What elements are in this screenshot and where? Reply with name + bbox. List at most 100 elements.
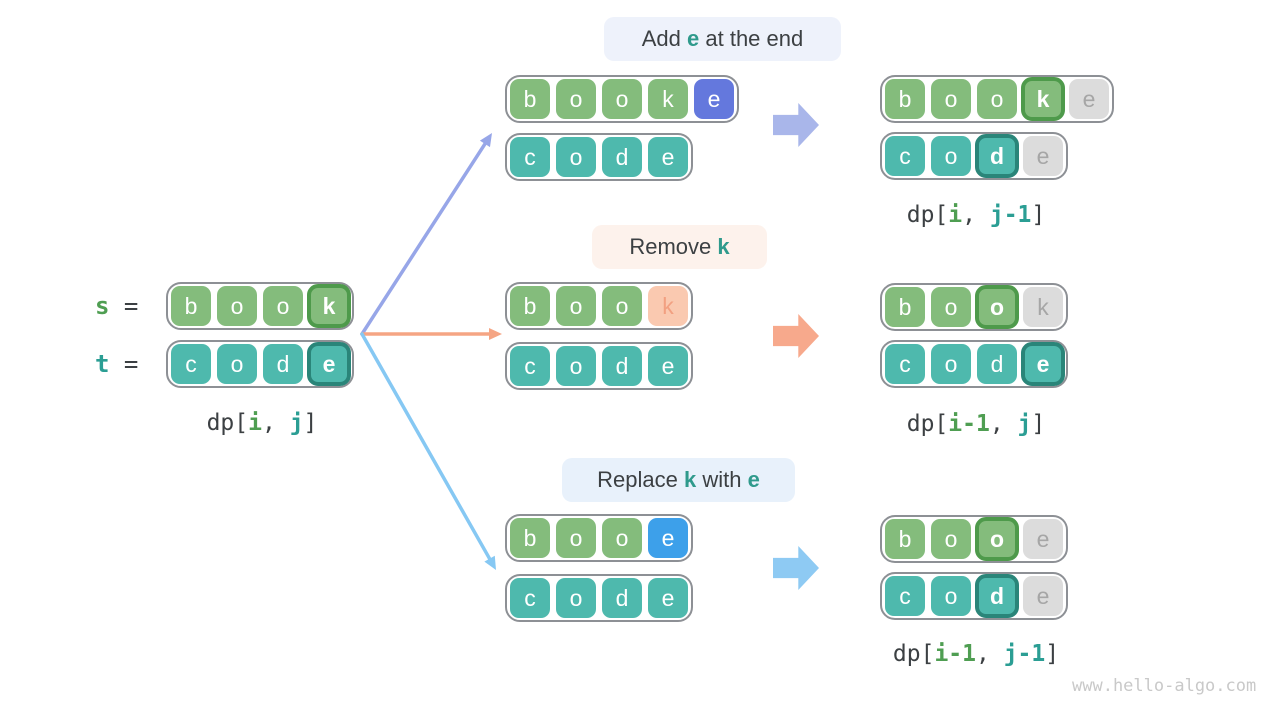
- char-cell-b: b: [510, 286, 550, 326]
- text-segment: k: [683, 467, 697, 492]
- text-segment: ]: [1031, 202, 1046, 228]
- text-segment: ,: [962, 202, 990, 228]
- char-cell-o: o: [977, 79, 1017, 119]
- text-segment: k: [717, 234, 730, 259]
- text-segment: i: [248, 410, 262, 436]
- char-cell-o: o: [602, 518, 642, 558]
- fan-arrow-add-head: [479, 133, 492, 148]
- block-arrow-replace: [773, 546, 819, 590]
- char-cell-o: o: [556, 518, 596, 558]
- char-cell-d: d: [602, 578, 642, 618]
- char-cell-b: b: [885, 519, 925, 559]
- char-cell-d: d: [602, 137, 642, 177]
- char-cell-o: o: [556, 137, 596, 177]
- block-arrow-remove: [773, 314, 819, 358]
- char-cell-o: o: [263, 286, 303, 326]
- char-cell-c: c: [510, 578, 550, 618]
- text-segment: dp[: [892, 641, 935, 667]
- char-cell-e: e: [648, 578, 688, 618]
- dp-label-source: dp[i, j]: [162, 410, 362, 436]
- text-segment: j-1: [1003, 641, 1046, 667]
- text-segment: i-1: [934, 641, 976, 667]
- text-segment: at the end: [699, 26, 804, 51]
- char-cell-b: b: [885, 287, 925, 327]
- fan-arrow-replace-head: [484, 555, 496, 570]
- text-segment: j: [289, 410, 304, 436]
- char-cell-k: k: [648, 286, 688, 326]
- char-cell-e: e: [648, 137, 688, 177]
- char-cell-k: k: [307, 284, 351, 328]
- char-cell-b: b: [510, 518, 550, 558]
- text-segment: s: [95, 292, 110, 320]
- text-segment: Remove: [629, 234, 718, 259]
- char-cell-e: e: [1023, 136, 1063, 176]
- char-cell-b: b: [171, 286, 211, 326]
- text-segment: =: [109, 350, 139, 378]
- char-cell-o: o: [931, 79, 971, 119]
- char-cell-c: c: [885, 344, 925, 384]
- char-cell-b: b: [510, 79, 550, 119]
- text-segment: Add: [641, 26, 688, 51]
- dp-label-result-replace: dp[i-1, j-1]: [876, 641, 1076, 667]
- char-cell-e: e: [648, 346, 688, 386]
- text-segment: j: [1017, 411, 1032, 437]
- char-cell-c: c: [510, 346, 550, 386]
- char-cell-k: k: [1023, 287, 1063, 327]
- text-segment: Replace: [597, 467, 684, 492]
- char-cell-k: k: [1021, 77, 1065, 121]
- char-cell-c: c: [510, 137, 550, 177]
- operation-badge-add: Add e at the end: [604, 17, 841, 61]
- text-segment: ]: [1045, 641, 1060, 667]
- s-variable-label: s =: [95, 292, 138, 320]
- text-segment: dp[: [206, 410, 249, 436]
- dp-label-result-add: dp[i, j-1]: [876, 202, 1076, 228]
- char-cell-d: d: [975, 134, 1019, 178]
- char-cell-k: k: [648, 79, 688, 119]
- char-cell-e: e: [1023, 576, 1063, 616]
- text-segment: ]: [303, 410, 318, 436]
- char-cell-o: o: [602, 286, 642, 326]
- char-cell-d: d: [975, 574, 1019, 618]
- text-segment: ,: [989, 411, 1018, 437]
- char-cell-o: o: [975, 285, 1019, 329]
- text-segment: dp[: [906, 411, 949, 437]
- t-variable-label: t =: [95, 350, 138, 378]
- char-cell-e: e: [307, 342, 351, 386]
- char-cell-e: e: [1023, 519, 1063, 559]
- text-segment: ,: [261, 410, 290, 436]
- char-cell-d: d: [977, 344, 1017, 384]
- text-segment: dp[: [906, 202, 949, 228]
- char-cell-e: e: [648, 518, 688, 558]
- dp-label-result-remove: dp[i-1, j]: [876, 411, 1076, 437]
- text-segment: =: [109, 292, 139, 320]
- char-cell-o: o: [602, 79, 642, 119]
- char-cell-o: o: [931, 136, 971, 176]
- char-cell-e: e: [1021, 342, 1065, 386]
- watermark: www.hello-algo.com: [1072, 676, 1257, 696]
- char-cell-o: o: [931, 519, 971, 559]
- operation-badge-remove: Remove k: [592, 225, 767, 269]
- char-cell-d: d: [602, 346, 642, 386]
- text-segment: i-1: [948, 411, 990, 437]
- text-segment: with: [696, 467, 748, 492]
- char-cell-o: o: [975, 517, 1019, 561]
- char-cell-c: c: [885, 576, 925, 616]
- fan-arrow-replace-shaft: [360, 332, 492, 561]
- operation-badge-replace: Replace k with e: [562, 458, 795, 502]
- char-cell-o: o: [556, 346, 596, 386]
- text-segment: ]: [1031, 411, 1046, 437]
- block-arrow-add: [773, 103, 819, 147]
- char-cell-o: o: [556, 286, 596, 326]
- char-cell-o: o: [556, 578, 596, 618]
